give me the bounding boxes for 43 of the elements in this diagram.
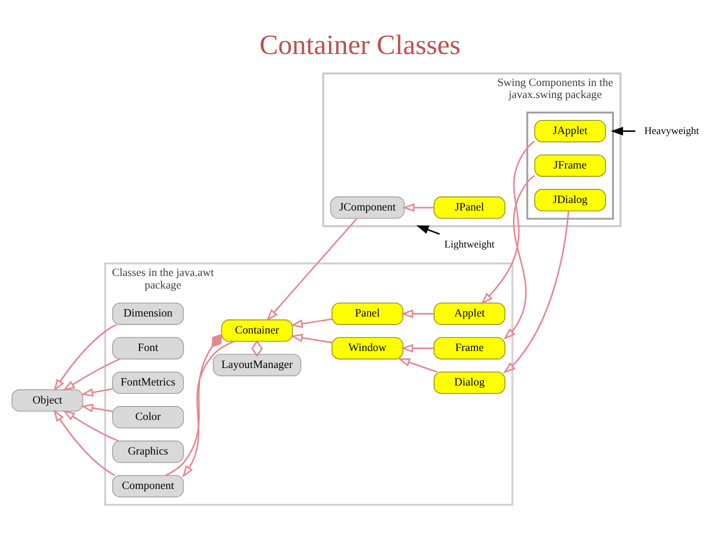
node-box: JFrame bbox=[534, 154, 606, 177]
node-box: Applet bbox=[434, 302, 506, 325]
arrow bbox=[290, 318, 332, 328]
node-box: JApplet bbox=[534, 120, 606, 142]
node-text: Lightweight bbox=[444, 239, 495, 250]
arrow bbox=[266, 218, 358, 322]
arrow bbox=[54, 324, 117, 392]
arrow bbox=[503, 210, 570, 374]
arrow bbox=[504, 175, 535, 340]
arrow bbox=[80, 388, 113, 397]
node-box: JDialog bbox=[534, 188, 606, 212]
arrow bbox=[290, 334, 332, 344]
arrow bbox=[80, 404, 113, 412]
node-box: Graphics bbox=[112, 440, 184, 463]
arrow bbox=[62, 358, 120, 391]
node-box: Panel bbox=[332, 302, 404, 325]
arrow bbox=[398, 358, 438, 373]
node-box: JPanel bbox=[434, 196, 506, 219]
arrow bbox=[610, 126, 636, 136]
arrow bbox=[480, 140, 535, 304]
node-box: Font bbox=[112, 337, 184, 360]
connector bbox=[165, 334, 222, 476]
arrow bbox=[182, 340, 234, 478]
arrow bbox=[400, 309, 434, 318]
node-box: Object bbox=[12, 389, 84, 412]
arrow bbox=[416, 225, 440, 235]
node-box: Component bbox=[112, 475, 184, 498]
node-box: Container bbox=[221, 319, 293, 342]
node-box: JComponent bbox=[330, 196, 405, 219]
arrow bbox=[62, 410, 119, 442]
connector bbox=[251, 340, 263, 358]
arrow bbox=[400, 344, 434, 353]
arrow bbox=[402, 203, 434, 212]
node-box: Window bbox=[332, 337, 404, 360]
diagram-title: Container Classes bbox=[260, 30, 460, 61]
node-box: FontMetrics bbox=[112, 372, 184, 394]
node-box: Dimension bbox=[112, 302, 184, 325]
node-box: Color bbox=[112, 406, 184, 428]
node-text: Heavyweight bbox=[644, 126, 700, 137]
node-box: Dialog bbox=[434, 372, 506, 394]
cluster bbox=[526, 112, 614, 220]
node-box: Frame bbox=[434, 337, 506, 360]
arrow bbox=[53, 409, 116, 476]
